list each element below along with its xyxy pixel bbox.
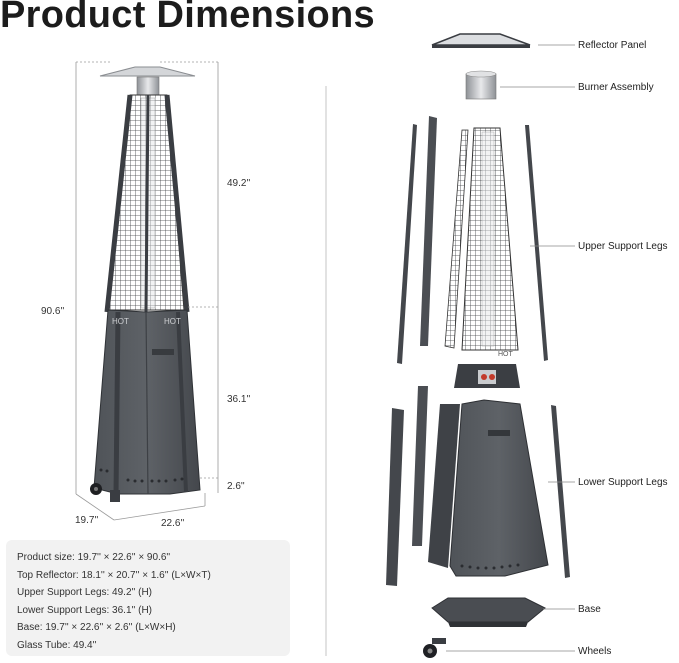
- control-knob: [152, 349, 174, 355]
- dim-base-height: 2.6'': [227, 481, 245, 492]
- lower-leg-1: [386, 408, 404, 586]
- spec-box: Product size: 19.7'' × 22.6'' × 90.6'' T…: [6, 540, 290, 656]
- upper-leg-center: [144, 94, 150, 313]
- callout-lines: [446, 44, 575, 652]
- callout-burner-assembly: Burner Assembly: [578, 82, 654, 93]
- spec-lower-legs: Lower Support Legs: 36.1'' (H): [17, 604, 152, 616]
- lower-body-panel: [449, 399, 549, 577]
- page-title: Product Dimensions: [0, 0, 375, 36]
- callout-upper-support-legs: Upper Support Legs: [578, 241, 668, 252]
- hot-label-exploded: HOT: [498, 351, 514, 358]
- burner-top: [136, 76, 160, 96]
- spec-upper-legs: Upper Support Legs: 49.2'' (H): [17, 587, 152, 599]
- lower-side-panel: [428, 404, 460, 568]
- reflector-top: [99, 66, 196, 77]
- callout-wheels: Wheels: [578, 646, 612, 657]
- callout-base: Base: [578, 604, 601, 615]
- dimension-lines: [75, 61, 219, 521]
- upper-leg-left: [104, 94, 133, 313]
- lower-leg-3: [551, 405, 570, 578]
- callout-reflector-panel: Reflector Panel: [578, 40, 647, 51]
- lower-leg-2: [412, 386, 428, 546]
- vent-holes: [99, 468, 184, 483]
- dim-total-height: 90.6'': [41, 306, 65, 317]
- burner-assembly: [465, 73, 497, 100]
- upper-leg-3: [525, 125, 548, 361]
- spec-base: Base: 19.7'' × 22.6'' × 2.6'' (L×W×H): [17, 622, 176, 634]
- spec-product-size: Product size: 19.7'' × 22.6'' × 90.6'': [17, 552, 171, 563]
- dim-width: 22.6'': [161, 518, 185, 529]
- assembled-heater: HOT HOT: [90, 66, 201, 502]
- hot-label-left: HOT: [112, 317, 129, 326]
- reflector-panel: [431, 33, 531, 46]
- spec-glass-tube: Glass Tube: 49.4'': [17, 639, 97, 651]
- dim-depth: 19.7'': [75, 515, 99, 526]
- base-plate: [431, 597, 546, 623]
- hot-label-right: HOT: [164, 317, 181, 326]
- upper-leg-2: [420, 116, 437, 346]
- exploded-view: HOT: [386, 33, 570, 658]
- dim-upper-height: 49.2'': [227, 178, 251, 189]
- spec-top-reflector: Top Reflector: 18.1'' × 20.7'' × 1.6'' (…: [17, 569, 211, 581]
- upper-leg-right: [164, 94, 190, 313]
- upper-leg-1: [397, 124, 417, 364]
- callout-lower-support-legs: Lower Support Legs: [578, 477, 668, 488]
- dim-lower-height: 36.1'': [227, 394, 251, 405]
